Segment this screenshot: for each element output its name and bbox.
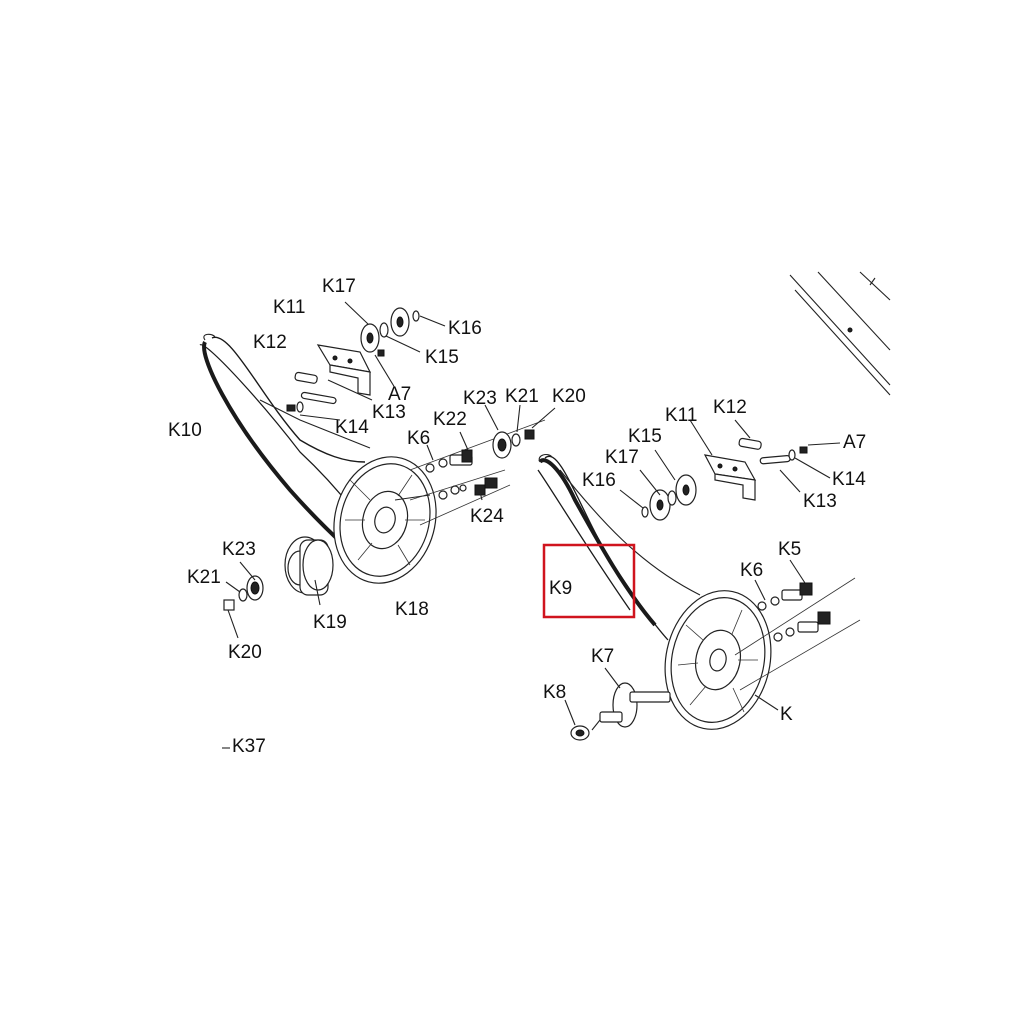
highlight-box-k9 <box>542 543 636 619</box>
labels-left: K17 K11 K16 K12 K15 A7 K13 K10 K14 K23 K… <box>168 276 586 757</box>
bolts-right <box>754 559 831 642</box>
label-k20-left: K20 <box>552 386 586 407</box>
label-k6-right: K6 <box>740 560 763 581</box>
label-k9: K9 <box>549 578 572 599</box>
label-k23-left: K23 <box>463 388 497 409</box>
hub-k7 <box>564 667 671 741</box>
bracket-k11-left <box>316 344 372 396</box>
label-k18: K18 <box>395 599 429 620</box>
right-assembly <box>537 271 891 741</box>
label-a7-left: A7 <box>388 384 411 405</box>
pins-left <box>286 354 396 421</box>
label-k: K <box>780 704 793 725</box>
label-k37: K37 <box>232 736 266 757</box>
left-assembly <box>199 301 556 749</box>
label-k16-left: K16 <box>448 318 482 339</box>
label-k11-left: K11 <box>273 297 305 318</box>
label-k22: K22 <box>433 409 467 430</box>
label-k24: K24 <box>470 506 504 527</box>
label-k15-left: K15 <box>425 347 459 368</box>
label-k14-left: K14 <box>335 417 369 438</box>
labels-right: K12 K11 A7 K15 K17 K16 K14 K13 K9 K5 K6 … <box>543 397 866 725</box>
label-a7-right: A7 <box>843 432 866 453</box>
label-k11-right: K11 <box>665 405 697 426</box>
bearing-k23-lower <box>223 561 264 639</box>
label-k5: K5 <box>778 539 801 560</box>
label-k13-right: K13 <box>803 491 837 512</box>
label-k16-right: K16 <box>582 470 616 491</box>
pulley-k19 <box>284 536 334 606</box>
label-k7: K7 <box>591 646 614 667</box>
label-k12-right: K12 <box>713 397 747 418</box>
label-k21-lower: K21 <box>187 567 221 588</box>
idlers-left <box>344 301 446 357</box>
label-k6-left: K6 <box>407 428 430 449</box>
pulley-k <box>664 577 861 730</box>
label-k10: K10 <box>168 420 202 441</box>
pulley-k18 <box>333 456 437 584</box>
label-k17-right: K17 <box>605 447 639 468</box>
label-k21-left: K21 <box>505 386 539 407</box>
label-k19: K19 <box>313 612 347 633</box>
belt-k9 <box>537 453 701 641</box>
label-k15-right: K15 <box>628 426 662 447</box>
label-k8: K8 <box>543 682 566 703</box>
label-k23-lower: K23 <box>222 539 256 560</box>
label-k17-left: K17 <box>322 276 356 297</box>
label-k20-lower: K20 <box>228 642 262 663</box>
label-k12-left: K12 <box>253 332 287 353</box>
bolts-left <box>409 404 556 526</box>
label-k14-right: K14 <box>832 469 866 490</box>
idlers-right <box>619 449 697 521</box>
bracket-k11-right <box>689 419 841 501</box>
label-k13-left: K13 <box>372 402 406 423</box>
frame-top-right <box>789 271 891 396</box>
